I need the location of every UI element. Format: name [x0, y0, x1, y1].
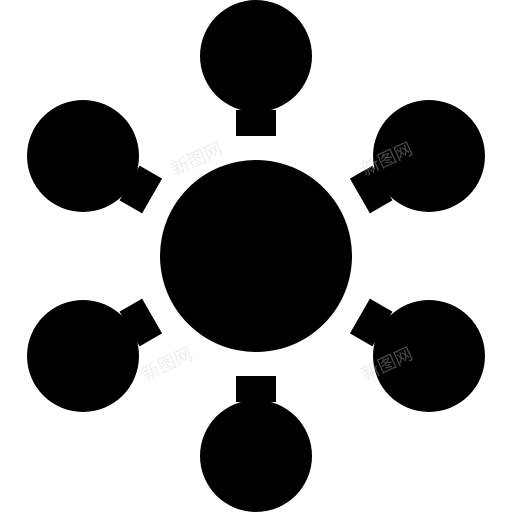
upper-left-connector — [119, 165, 163, 214]
upper-right-connector — [349, 165, 393, 214]
bottom-node — [200, 400, 312, 512]
bottom-connector — [236, 376, 276, 402]
top-node — [200, 0, 312, 112]
lower-right-node — [373, 300, 485, 412]
lower-right-connector — [349, 298, 393, 347]
watermark-text: 新图网 — [138, 344, 196, 386]
upper-left-node — [27, 100, 139, 212]
top-connector — [236, 110, 276, 136]
center-node — [160, 160, 352, 352]
lower-left-connector — [119, 298, 163, 347]
upper-right-node — [373, 100, 485, 212]
lower-left-node — [27, 300, 139, 412]
